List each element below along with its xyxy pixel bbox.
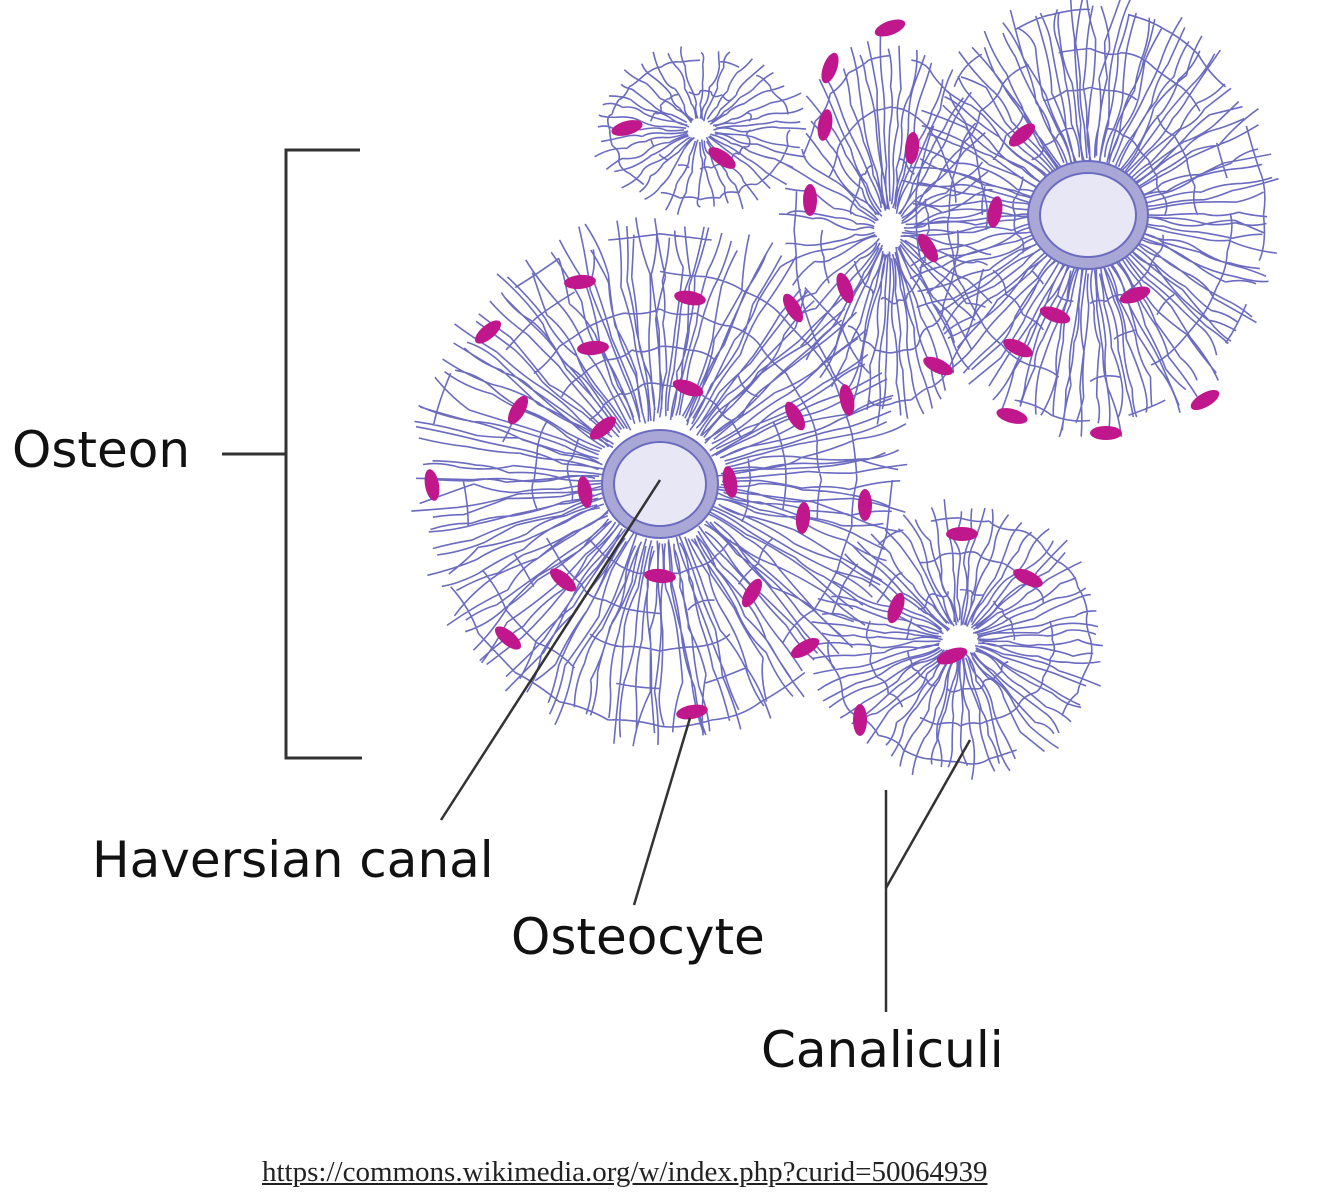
osteocyte-icon [782, 293, 804, 323]
haversian-canal-label: Haversian canal [92, 831, 494, 889]
osteocyte-icon [1003, 338, 1033, 358]
osteocyte-icon [874, 19, 906, 37]
osteocyte-icon [887, 592, 905, 624]
osteocyte-icon [494, 626, 522, 650]
canaliculi-network [411, 0, 1279, 780]
osteocyte-icon [923, 356, 953, 376]
osteocyte-icon [821, 52, 839, 84]
osteocyte-icon [1190, 389, 1220, 411]
osteocyte-icon [795, 502, 811, 534]
osteocyte-icon [1090, 426, 1122, 440]
canaliculi-paths [811, 499, 1103, 780]
osteocyte-icon [836, 272, 854, 304]
haversian-canal-leader [439, 479, 662, 821]
osteocyte-icon [549, 568, 577, 592]
osteocyte-icon [946, 527, 978, 541]
osteocytes [424, 19, 1220, 736]
canaliculi-label: Canaliculi [761, 1021, 1004, 1079]
osteocyte-icon [817, 109, 833, 141]
haversian-canal-icon [601, 429, 719, 539]
canaliculi-paths [778, 29, 996, 425]
source-link[interactable]: https://commons.wikimedia.org/w/index.ph… [262, 1156, 988, 1188]
osteocyte-icon [1039, 306, 1071, 324]
osteocyte-icon [722, 466, 738, 498]
label-leader-lines [222, 148, 972, 1012]
osteocyte-icon [803, 184, 817, 216]
osteocyte-icon [589, 416, 617, 440]
osteocyte-icon [853, 704, 867, 736]
osteocyte-icon [644, 568, 676, 584]
osteon-bracket [284, 148, 362, 760]
osteocyte-icon [1119, 286, 1151, 304]
osteocyte-icon [987, 196, 1003, 228]
canaliculi-paths [411, 217, 908, 747]
osteocyte-icon [839, 384, 855, 416]
canaliculi-leader-diagonal [884, 739, 972, 889]
osteocyte-icon [507, 395, 529, 425]
canaliculi-paths [594, 46, 807, 215]
osteocyte-icon [564, 274, 596, 290]
haversian-canals [601, 160, 1149, 539]
osteocyte-icon [790, 637, 820, 659]
osteocyte-icon [611, 120, 643, 136]
canaliculi-system [594, 46, 807, 215]
osteocyte-icon [1008, 123, 1036, 147]
osteocyte-icon [674, 290, 706, 306]
canaliculi-system [778, 29, 996, 425]
osteocyte-icon [917, 233, 939, 263]
canaliculi-system [811, 499, 1103, 780]
osteocyte-icon [577, 476, 593, 508]
osteocyte-icon [858, 489, 872, 521]
osteocyte-label: Osteocyte [511, 908, 765, 966]
osteocyte-icon [936, 647, 968, 665]
osteocyte-leader [632, 717, 692, 906]
osteocyte-icon [741, 578, 763, 608]
osteocyte-icon [676, 704, 708, 720]
osteocyte-icon [708, 147, 736, 169]
osteocyte-icon [784, 401, 806, 431]
osteocyte-icon [904, 132, 920, 164]
osteocyte-icon [996, 408, 1028, 424]
osteocyte-icon [1013, 568, 1043, 588]
canaliculi-system [411, 217, 908, 747]
osteocyte-icon [672, 379, 704, 397]
osteocyte-icon [474, 320, 502, 344]
haversian-canal-icon [1027, 160, 1149, 270]
osteocyte-icon [577, 340, 609, 356]
osteocyte-icon [424, 469, 440, 501]
osteon-label: Osteon [12, 421, 191, 479]
